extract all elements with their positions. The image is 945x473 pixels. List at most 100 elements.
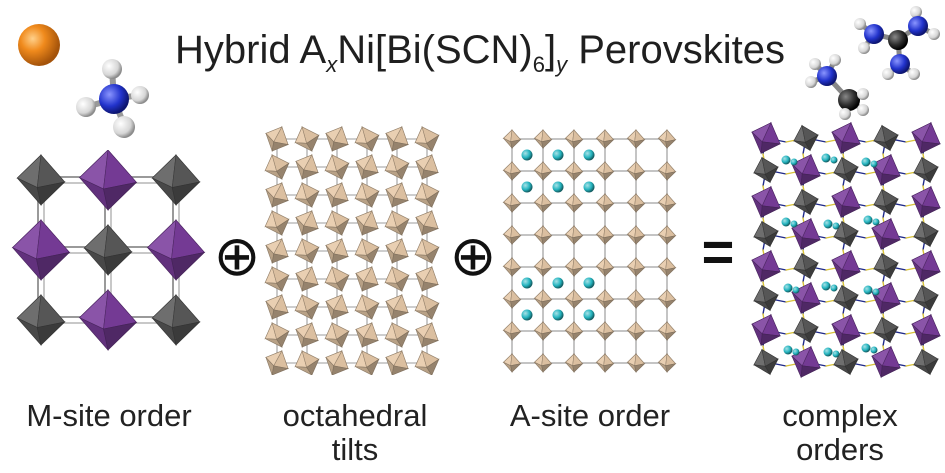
beige-octahedron xyxy=(657,352,677,374)
beige-tilted-octahedron xyxy=(324,181,350,209)
cation-atom xyxy=(872,288,880,296)
cation-atom xyxy=(521,149,533,161)
purple-octahedron xyxy=(790,281,822,315)
beige-tilted-octahedron xyxy=(264,322,290,348)
complex-octahedra xyxy=(750,122,942,379)
beige-tilted-octahedron xyxy=(324,266,350,292)
beige-octahedron xyxy=(502,128,522,150)
beige-tilted-octahedron xyxy=(384,125,410,153)
beige-tilted-octahedron xyxy=(384,266,410,292)
beige-tilted-octahedron xyxy=(354,265,380,293)
beige-tilted-octahedron xyxy=(264,125,290,153)
caption-a-site-order: A-site order xyxy=(509,398,671,433)
cation-atom xyxy=(870,346,878,354)
plus-operator-2: ⊕ xyxy=(449,224,497,287)
complex-orders-structure xyxy=(750,122,942,379)
cation-atom xyxy=(792,348,800,356)
beige-tilted-octahedron xyxy=(264,154,290,180)
cation-atom xyxy=(790,158,798,166)
beige-octahedron xyxy=(564,160,584,182)
beige-octahedron xyxy=(626,160,646,182)
beige-tilted-octahedron xyxy=(414,209,440,237)
cation-atom xyxy=(830,156,838,164)
beige-octahedron xyxy=(626,224,646,246)
cation-atom xyxy=(783,283,793,293)
octahedral-tilts-structure xyxy=(264,125,440,375)
methylammonium-molecule-icon xyxy=(805,54,869,120)
beige-tilted-octahedron xyxy=(384,237,410,265)
beige-octahedron xyxy=(657,320,677,342)
purple-octahedron xyxy=(910,122,942,155)
beige-tilted-octahedron xyxy=(264,181,290,209)
purple-octahedron xyxy=(870,281,902,315)
purple-octahedron xyxy=(830,185,862,219)
beige-tilted-octahedron xyxy=(294,126,320,152)
beige-octahedron xyxy=(533,352,553,374)
beige-tilted-octahedron xyxy=(294,209,320,237)
purple-octahedron xyxy=(870,345,902,379)
cation-atom xyxy=(870,160,878,168)
beige-octahedron xyxy=(657,288,677,310)
cation-atom xyxy=(872,218,880,226)
cation-atom xyxy=(521,277,533,289)
gray-octahedron xyxy=(793,252,819,280)
cation-atom xyxy=(821,153,831,163)
beige-octahedron xyxy=(595,128,615,150)
purple-octahedron xyxy=(11,218,71,282)
beige-octahedron xyxy=(533,224,553,246)
beige-tilted-octahedron xyxy=(354,209,380,237)
beige-tilted-octahedron xyxy=(294,182,320,208)
purple-octahedron xyxy=(750,313,782,347)
purple-octahedron xyxy=(910,313,942,347)
complex-cations xyxy=(781,153,880,358)
beige-tilted-octahedron xyxy=(294,265,320,293)
beige-tilted-octahedron xyxy=(324,237,350,265)
beige-tilted-octahedron xyxy=(354,153,380,181)
beige-octahedron xyxy=(564,352,584,374)
beige-tilted-octahedron xyxy=(354,182,380,208)
cation-atom xyxy=(781,155,791,165)
beige-octahedron xyxy=(502,288,522,310)
gray-octahedron xyxy=(793,188,819,216)
beige-tilted-octahedron xyxy=(414,350,440,375)
cation-atom xyxy=(832,222,840,230)
beige-tilted-octahedron xyxy=(294,238,320,264)
gray-octahedron xyxy=(833,284,859,312)
cation-atom xyxy=(790,220,798,228)
gray-octahedron xyxy=(913,156,939,184)
beige-tilted-octahedron xyxy=(384,154,410,180)
caption-orders: orders xyxy=(796,432,884,467)
beige-octahedron xyxy=(502,352,522,374)
gray-octahedron xyxy=(753,220,779,248)
beige-octahedron xyxy=(595,288,615,310)
beige-tilted-octahedron xyxy=(324,154,350,180)
beige-octahedron xyxy=(564,192,584,214)
beige-octahedron xyxy=(657,256,677,278)
gray-octahedron xyxy=(913,284,939,312)
beige-tilted-octahedron xyxy=(414,126,440,152)
beige-octahedron xyxy=(533,160,553,182)
gray-octahedron xyxy=(873,188,899,216)
purple-octahedron xyxy=(870,217,902,251)
cation-atom xyxy=(583,309,595,321)
cation-atom xyxy=(552,309,564,321)
page-title: Hybrid AxNi[Bi(SCN)6]y Perovskites xyxy=(175,28,785,77)
purple-octahedron xyxy=(146,218,206,282)
cation-atom xyxy=(821,281,831,291)
beige-tilted-octahedron xyxy=(354,126,380,152)
gray-octahedron xyxy=(913,220,939,248)
purple-octahedron xyxy=(830,122,862,155)
beige-octahedron xyxy=(502,192,522,214)
beige-tilted-octahedron xyxy=(324,322,350,348)
beige-tilted-octahedron xyxy=(414,153,440,181)
beige-tilted-octahedron xyxy=(384,349,410,375)
beige-octahedron xyxy=(626,288,646,310)
beige-octahedron xyxy=(595,192,615,214)
beige-octahedron xyxy=(502,256,522,278)
beige-tilted-octahedron xyxy=(294,350,320,375)
beige-octahedron xyxy=(564,224,584,246)
caption-tilts: tilts xyxy=(331,432,379,467)
beige-tilted-octahedron xyxy=(324,349,350,375)
beige-octahedron xyxy=(626,352,646,374)
beige-octahedron xyxy=(533,256,553,278)
